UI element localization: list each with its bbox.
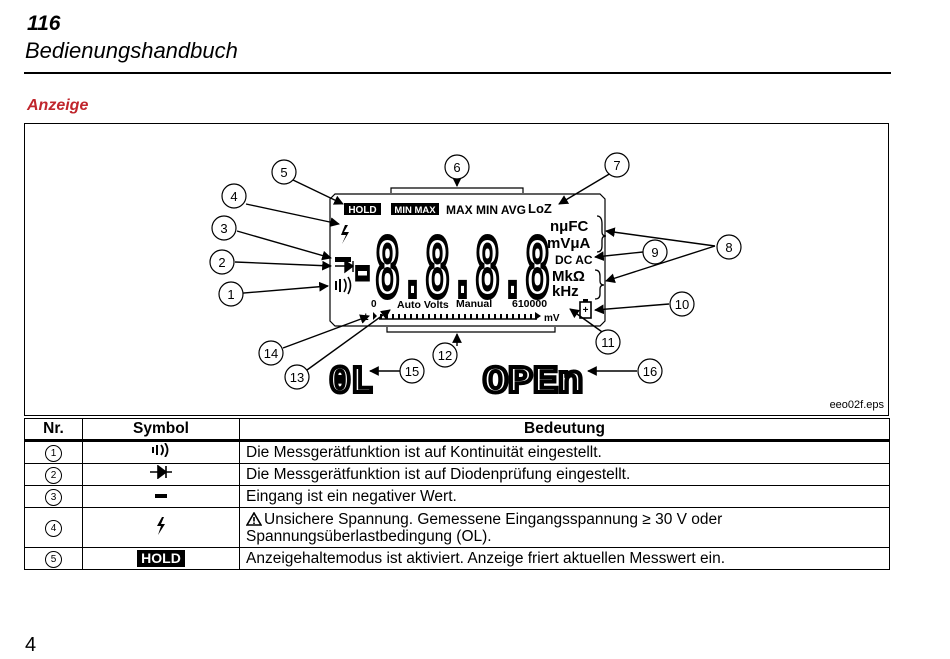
lcd-bar-unit: mV: [544, 313, 560, 324]
table-row: 2 Die Messgerätfunktion ist auf Diodenpr…: [24, 463, 890, 486]
callout-4: 4: [230, 189, 237, 204]
table-row: 1 Die Messgerätfunktion ist auf Kontinui…: [24, 440, 890, 464]
minus-icon: [155, 493, 167, 498]
table-header-row: Nr. Symbol Bedeutung: [24, 418, 890, 442]
callout-13: 13: [290, 370, 304, 385]
lcd-digits: -8.8.8.8: [350, 224, 550, 323]
lcd-open-display: OPEn: [483, 361, 583, 404]
lcd-bar-zero: 0: [371, 299, 377, 310]
callout-7: 7: [613, 158, 620, 173]
lcd-lightning-icon: [341, 225, 349, 244]
callout-1: 1: [227, 287, 234, 302]
lcd-units-line1: nμFC: [550, 218, 589, 235]
table-row: 5 HOLD Anzeigehaltemodus ist aktiviert. …: [24, 547, 890, 570]
bracket-bottom: [386, 327, 556, 333]
lcd-units-line4: kHz: [552, 283, 579, 300]
lcd-minus-icon: [335, 257, 351, 262]
lcd-hold-badge: [344, 203, 381, 215]
row-meaning: Die Messgerätfunktion ist auf Kontinuitä…: [239, 440, 890, 464]
lcd-units-line2: mVμA: [547, 235, 591, 252]
header-nr: Nr.: [24, 418, 83, 442]
continuity-icon: [152, 442, 169, 458]
callout-12: 12: [438, 348, 452, 363]
display-figure: HOLD MIN MAX MAX MIN AVG LoZ -8.8.8.8 nμ…: [24, 123, 889, 416]
manual-model-number: 116: [27, 12, 61, 35]
lcd-range-count: 610000: [512, 298, 547, 310]
page-number: 4: [25, 634, 37, 656]
lcd-continuity-icon: [335, 276, 352, 295]
row-meaning: Die Messgerätfunktion ist auf Diodenprüf…: [239, 463, 890, 486]
callout-arrows: [231, 172, 716, 376]
lcd-frame: [329, 193, 606, 327]
warning-icon: [246, 511, 262, 526]
diode-icon: [150, 464, 172, 480]
lcd-minmax-text: MIN MAX: [394, 205, 436, 216]
manual-title: Bedienungshandbuch: [25, 38, 238, 63]
symbol-legend-table: Nr. Symbol Bedeutung 1 Die Messgerätfunk…: [24, 418, 890, 570]
lcd-diode-icon: [335, 259, 355, 274]
callout-8: 8: [725, 240, 732, 255]
row-meaning: Anzeigehaltemodus ist aktiviert. Anzeige…: [239, 547, 890, 570]
hold-symbol: HOLD: [137, 549, 185, 567]
table-row: 4 Unsichere Spannung. Gemessene Eingangs…: [24, 507, 890, 548]
section-title: Anzeige: [27, 97, 89, 114]
header-rule: [24, 72, 891, 74]
lcd-bargraph: ± mV: [363, 312, 560, 324]
header-symbol: Symbol: [82, 418, 240, 442]
lcd-units-line3: MkΩ: [552, 268, 585, 285]
figure-file-label: eeo02f.eps: [829, 399, 884, 411]
lcd-ol-display: 0L: [329, 361, 373, 404]
table-row: 3 Eingang ist ein negativer Wert.: [24, 485, 890, 508]
lcd-dcac: DC AC: [555, 253, 593, 267]
lcd-auto-volts: Auto Volts: [397, 299, 449, 311]
callout-numbers: 1 2 3 4 5 6 7 8 9 10 11 12 13 1: [209, 152, 742, 390]
lightning-icon: [157, 516, 165, 535]
callout-10: 10: [675, 297, 689, 312]
svg-text:+: +: [583, 305, 589, 316]
lcd-loz-text: LoZ: [528, 201, 552, 216]
callout-3: 3: [220, 221, 227, 236]
callout-2: 2: [218, 255, 225, 270]
callout-6: 6: [453, 160, 460, 175]
row-meaning-continued: Spannungsüberlastbedingung (OL).: [246, 527, 492, 545]
lcd-minmax-badge: [391, 203, 439, 215]
row-meaning: Unsichere Spannung. Gemessene Eingangssp…: [264, 510, 723, 528]
row-meaning: Eingang ist ein negativer Wert.: [239, 485, 890, 508]
row-number: 2: [45, 467, 62, 484]
callout-16: 16: [643, 364, 657, 379]
lcd-diagram: HOLD MIN MAX MAX MIN AVG LoZ -8.8.8.8 nμ…: [209, 152, 742, 406]
row-number: 5: [45, 551, 62, 568]
callout-14: 14: [264, 346, 278, 361]
callout-15: 15: [405, 364, 419, 379]
bracket-top: [390, 187, 524, 193]
callout-5: 5: [280, 165, 287, 180]
callout-11: 11: [601, 335, 615, 350]
row-number: 3: [45, 489, 62, 506]
lcd-hold-text: HOLD: [348, 205, 376, 216]
callout-9: 9: [651, 245, 658, 260]
row-number: 4: [45, 520, 62, 537]
header-meaning: Bedeutung: [239, 418, 890, 442]
row-number: 1: [45, 445, 62, 462]
lcd-maxminavg-text: MAX MIN AVG: [446, 203, 526, 217]
lcd-manual: Manual: [456, 298, 492, 310]
